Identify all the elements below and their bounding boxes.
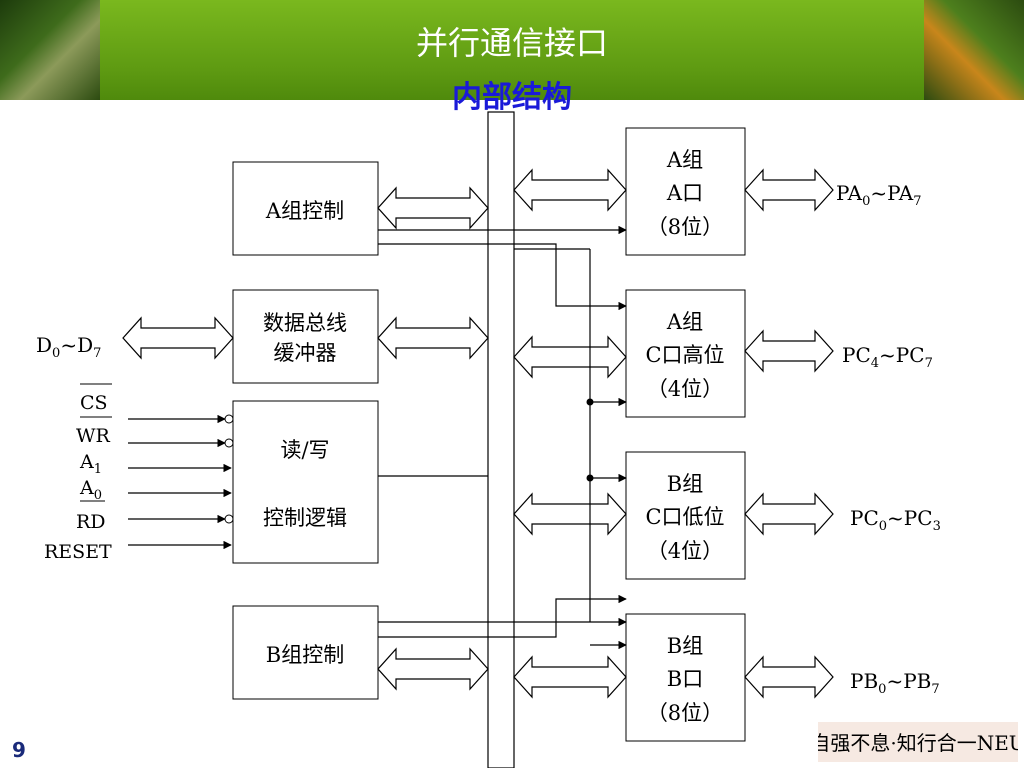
- port-a-line3: （8位）: [647, 215, 723, 239]
- label-cs: CS: [80, 392, 108, 414]
- bus-arrow-port-a: [513, 168, 627, 212]
- page-number: 9: [12, 738, 26, 762]
- block-bus-buffer-line1: 数据总线: [263, 311, 347, 335]
- label-rd: RD: [76, 511, 106, 533]
- internal-bus: [487, 111, 515, 768]
- logo-text: 自强不息·知行合一NEU: [818, 731, 1018, 755]
- block-group-a-control-label: A组控制: [265, 199, 344, 223]
- header-left-image: [0, 0, 100, 100]
- bus-arrow-data-in: [122, 316, 234, 360]
- port-b-line3: （8位）: [647, 701, 723, 725]
- label-data-bus: D0~D7: [36, 333, 101, 361]
- label-reset: RESET: [44, 541, 112, 563]
- block-port-c-low: B组 C口低位 （4位）: [625, 451, 746, 580]
- bus-arrow-port-c-low: [513, 492, 627, 536]
- page-title: 并行通信接口: [415, 24, 608, 62]
- out-arrow-pc-high: [744, 329, 834, 373]
- bus-arrow-port-b: [513, 655, 627, 699]
- block-port-c-high: A组 C口高位 （4位）: [625, 289, 746, 418]
- label-a0: A0: [79, 477, 102, 503]
- header-bar: [0, 0, 1024, 100]
- out-arrow-pa: [744, 168, 834, 212]
- port-c-high-line3: （4位）: [647, 377, 723, 401]
- port-c-low-line1: B组: [667, 472, 703, 496]
- bus-arrow-a-control: [377, 186, 489, 230]
- label-pc-high: PC4~PC7: [842, 343, 933, 371]
- block-group-a-control: A组控制: [232, 161, 379, 256]
- out-arrow-pb: [744, 655, 834, 699]
- port-a-line2: A口: [666, 181, 703, 205]
- out-arrow-pc-low: [744, 492, 834, 536]
- port-c-high-line2: C口高位: [645, 343, 724, 367]
- block-bus-buffer: 数据总线 缓冲器: [232, 289, 379, 384]
- university-logo: 自强不息·知行合一NEU: [818, 722, 1018, 762]
- block-port-a: A组 A口 （8位）: [625, 127, 746, 256]
- port-b-line2: B口: [667, 667, 703, 691]
- label-wr: WR: [76, 425, 111, 447]
- bus-arrow-buffer: [377, 316, 489, 360]
- page-subtitle: 内部结构: [452, 80, 572, 115]
- port-c-low-line3: （4位）: [647, 539, 723, 563]
- port-b-line1: B组: [667, 634, 703, 658]
- block-bus-buffer-line2: 缓冲器: [274, 341, 337, 365]
- label-pc-low: PC0~PC3: [850, 506, 941, 534]
- label-pb: PB0~PB7: [850, 669, 940, 697]
- bus-arrow-b-control: [377, 647, 489, 691]
- block-port-b: B组 B口 （8位）: [625, 613, 746, 742]
- block-rw-control: 读/写 控制逻辑: [232, 400, 379, 564]
- port-c-low-line2: C口低位: [645, 505, 724, 529]
- block-group-b-control: B组控制: [232, 605, 379, 700]
- port-c-high-line1: A组: [666, 310, 703, 334]
- block-rw-control-line1: 读/写: [280, 438, 329, 462]
- label-pa: PA0~PA7: [836, 181, 921, 209]
- bus-arrow-port-c-high: [513, 335, 627, 379]
- block-group-b-control-label: B组控制: [266, 643, 344, 667]
- label-a1: A1: [79, 451, 102, 477]
- port-a-line1: A组: [666, 148, 703, 172]
- header-right-image: [924, 0, 1024, 100]
- block-rw-control-line2: 控制逻辑: [263, 506, 347, 530]
